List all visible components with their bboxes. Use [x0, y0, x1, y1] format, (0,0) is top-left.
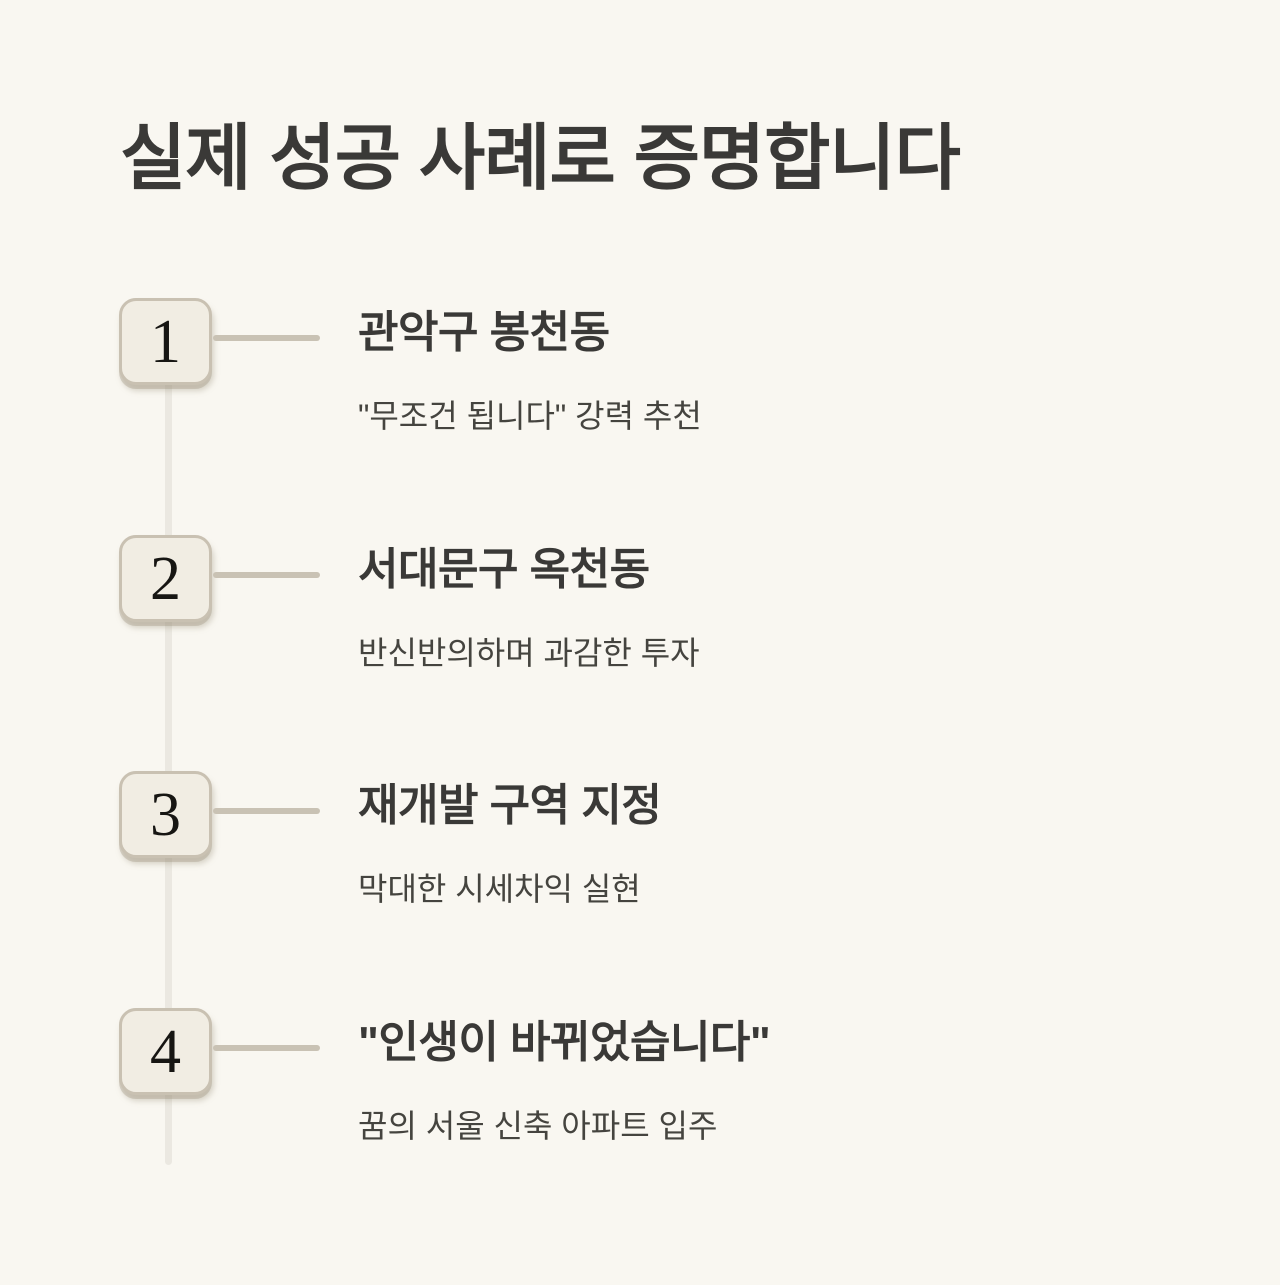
- step-number-box: 4: [119, 1008, 212, 1095]
- connector-line: [213, 808, 320, 814]
- step-subtitle: "무조건 됩니다" 강력 추천: [358, 398, 702, 434]
- step-number: 2: [150, 544, 181, 613]
- step-title: "인생이 바뀌었습니다": [358, 1018, 771, 1067]
- timeline-item-3: 3 재개발 구역 지정 막대한 시세차익 실현: [0, 771, 1280, 1007]
- step-number-box: 2: [119, 535, 212, 622]
- step-number-box: 3: [119, 771, 212, 858]
- step-number: 1: [150, 307, 181, 376]
- connector-line: [213, 335, 320, 341]
- step-number: 3: [150, 780, 181, 849]
- page-title: 실제 성공 사례로 증명합니다: [120, 119, 961, 199]
- step-title: 서대문구 옥천동: [358, 545, 650, 594]
- connector-line: [213, 572, 320, 578]
- timeline-spine: [165, 341, 172, 1165]
- step-subtitle: 반신반의하며 과감한 투자: [358, 635, 700, 671]
- timeline-item-2: 2 서대문구 옥천동 반신반의하며 과감한 투자: [0, 535, 1280, 771]
- step-title: 재개발 구역 지정: [358, 781, 662, 830]
- step-title: 관악구 봉천동: [358, 308, 610, 357]
- step-number: 4: [150, 1017, 181, 1086]
- timeline-item-1: 1 관악구 봉천동 "무조건 됩니다" 강력 추천: [0, 298, 1280, 534]
- timeline-item-4: 4 "인생이 바뀌었습니다" 꿈의 서울 신축 아파트 입주: [0, 1008, 1280, 1244]
- connector-line: [213, 1045, 320, 1051]
- step-subtitle: 막대한 시세차익 실현: [358, 871, 641, 907]
- step-number-box: 1: [119, 298, 212, 385]
- step-subtitle: 꿈의 서울 신축 아파트 입주: [358, 1108, 718, 1144]
